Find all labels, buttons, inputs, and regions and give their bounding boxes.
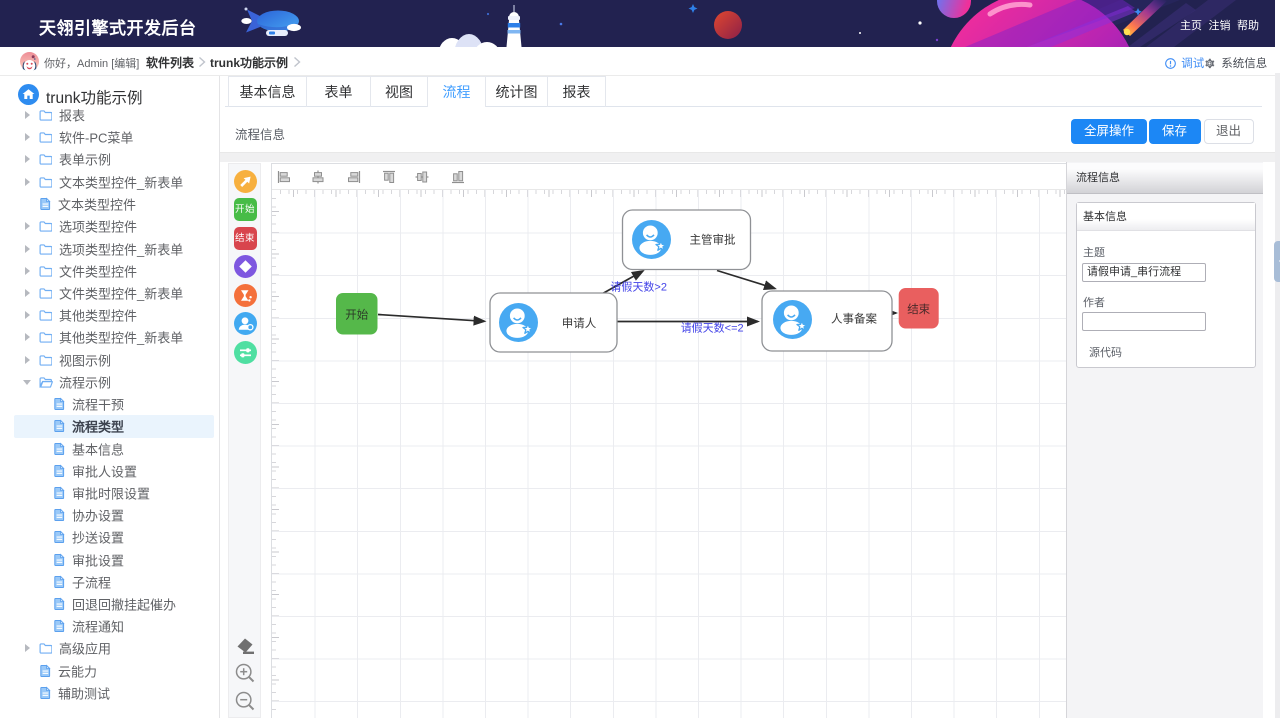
svg-text:请假天数<=2: 请假天数<=2 [681,321,744,335]
svg-text:请假天数>2: 请假天数>2 [610,280,667,294]
svg-text:结束: 结束 [907,303,930,316]
svg-text:开始: 开始 [345,308,368,322]
svg-text:人事备案: 人事备案 [831,312,877,326]
svg-text:申请人: 申请人 [562,317,597,330]
svg-text:主管审批: 主管审批 [690,233,736,247]
